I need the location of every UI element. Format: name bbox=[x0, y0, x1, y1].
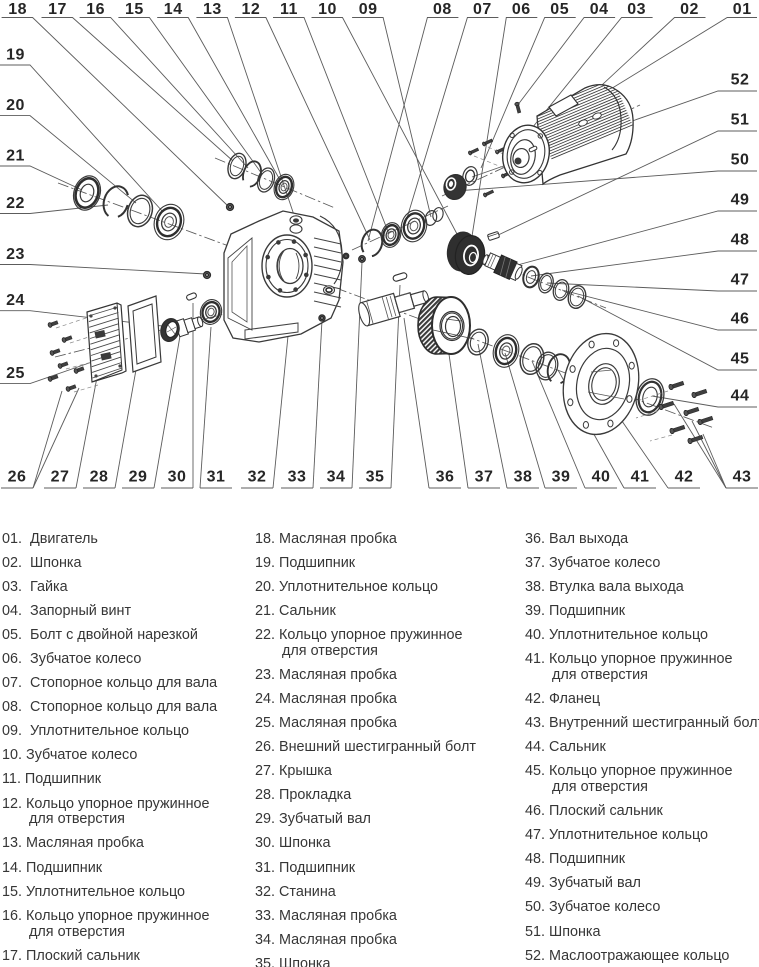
svg-text:03: 03 bbox=[627, 1, 646, 18]
svg-text:12: 12 bbox=[242, 1, 261, 18]
svg-text:07: 07 bbox=[473, 1, 492, 18]
svg-text:06: 06 bbox=[512, 1, 531, 18]
svg-text:29: 29 bbox=[129, 469, 148, 486]
svg-text:50: 50 bbox=[731, 152, 750, 169]
svg-text:41: 41 bbox=[631, 469, 650, 486]
svg-text:20: 20 bbox=[6, 97, 25, 114]
svg-text:51: 51 bbox=[731, 112, 750, 129]
svg-text:27: 27 bbox=[51, 469, 70, 486]
svg-text:49: 49 bbox=[731, 192, 750, 209]
svg-text:33: 33 bbox=[288, 469, 307, 486]
svg-text:23: 23 bbox=[6, 246, 25, 263]
svg-text:14: 14 bbox=[164, 1, 183, 18]
svg-text:34: 34 bbox=[327, 469, 346, 486]
svg-text:22: 22 bbox=[6, 195, 25, 212]
svg-text:47: 47 bbox=[731, 272, 750, 289]
svg-text:21: 21 bbox=[6, 148, 25, 165]
svg-text:16: 16 bbox=[86, 1, 105, 18]
svg-text:15: 15 bbox=[125, 1, 144, 18]
svg-text:36: 36 bbox=[436, 469, 455, 486]
svg-text:18: 18 bbox=[8, 1, 27, 18]
svg-text:35: 35 bbox=[366, 469, 385, 486]
svg-text:05: 05 bbox=[550, 1, 569, 18]
svg-text:26: 26 bbox=[8, 469, 27, 486]
svg-text:45: 45 bbox=[731, 351, 750, 368]
svg-text:09: 09 bbox=[359, 1, 378, 18]
svg-text:11: 11 bbox=[280, 1, 298, 18]
svg-text:46: 46 bbox=[731, 311, 750, 328]
svg-text:39: 39 bbox=[552, 469, 571, 486]
svg-text:28: 28 bbox=[90, 469, 109, 486]
svg-text:04: 04 bbox=[590, 1, 609, 18]
svg-text:08: 08 bbox=[433, 1, 452, 18]
svg-text:01: 01 bbox=[733, 1, 752, 18]
svg-text:43: 43 bbox=[733, 469, 752, 486]
svg-text:25: 25 bbox=[6, 365, 25, 382]
svg-text:48: 48 bbox=[731, 232, 750, 249]
svg-text:17: 17 bbox=[48, 1, 67, 18]
svg-text:13: 13 bbox=[203, 1, 222, 18]
svg-text:44: 44 bbox=[731, 388, 750, 405]
svg-text:30: 30 bbox=[168, 469, 187, 486]
svg-text:38: 38 bbox=[514, 469, 533, 486]
svg-text:37: 37 bbox=[475, 469, 494, 486]
svg-text:10: 10 bbox=[318, 1, 337, 18]
svg-text:31: 31 bbox=[207, 469, 226, 486]
svg-text:24: 24 bbox=[6, 292, 25, 309]
svg-text:40: 40 bbox=[592, 469, 611, 486]
svg-text:32: 32 bbox=[248, 469, 267, 486]
svg-text:52: 52 bbox=[731, 72, 750, 89]
svg-text:42: 42 bbox=[675, 469, 694, 486]
svg-text:19: 19 bbox=[6, 47, 25, 64]
svg-text:02: 02 bbox=[680, 1, 699, 18]
